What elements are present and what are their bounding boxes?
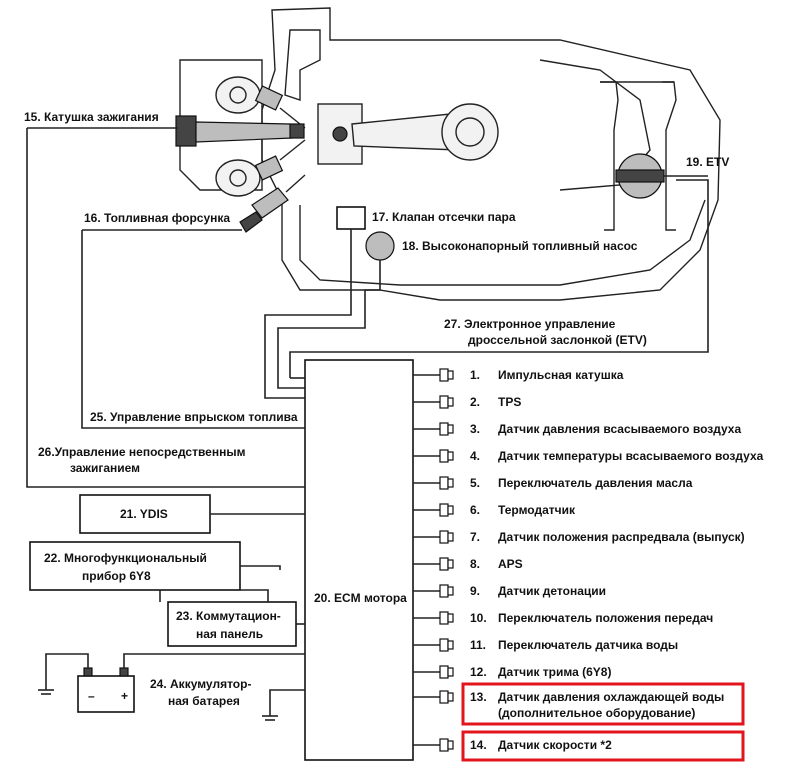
label-direct-ignition-2: зажиганием (70, 461, 140, 475)
label-battery-2: ная батарея (168, 694, 240, 708)
label-ignition-coil: 15. Катушка зажигания (24, 110, 159, 124)
sensor-number: 1. (470, 368, 480, 382)
connector-icon (439, 368, 449, 382)
label-switch-panel-1: 23. Коммутацион- (176, 609, 281, 623)
sensor-label: Датчик положения распредвала (выпуск) (498, 530, 745, 544)
sensor-label: Импульсная катушка (498, 368, 624, 382)
connector-pin-icon (447, 424, 454, 434)
sensor-label: Переключатель положения передач (498, 611, 713, 625)
battery-minus-label: – (88, 689, 95, 703)
engine-illustration (175, 7, 721, 301)
label-multifunction-meter-2: прибор 6Y8 (82, 569, 151, 583)
sensor-number: 11. (470, 638, 486, 652)
connector-icon (439, 449, 449, 463)
sensor-number: 8. (470, 557, 480, 571)
connector-icon (439, 503, 449, 517)
label-etv-control-1: 27. Электронное управление (444, 317, 616, 331)
connector-pin-icon (447, 559, 454, 569)
connector-pin-icon (447, 640, 454, 650)
sensor-label: TPS (498, 395, 521, 409)
sensor-label: Датчик давления всасываемого воздуха (498, 422, 741, 436)
connector-icon (439, 584, 449, 598)
label-etv-control-2: дроссельной заслонкой (ETV) (468, 333, 647, 347)
sensor-label-line2: (дополнительное оборудование) (498, 706, 695, 720)
connector-icon (439, 738, 449, 752)
sensor-number: 4. (470, 449, 480, 463)
label-multifunction-meter-1: 22. Многофункциональный (44, 551, 207, 565)
connector-pin-icon (447, 478, 454, 488)
highlight-box-13 (461, 682, 745, 726)
connector-pin-icon (447, 586, 454, 596)
connector-pin-icon (447, 505, 454, 515)
sensor-label: Переключатель давления масла (498, 476, 693, 490)
label-ecm: 20. ECM мотора (314, 591, 407, 605)
sensor-label: APS (498, 557, 523, 571)
sensor-number: 14. (470, 738, 487, 752)
sensor-number: 10. (470, 611, 487, 625)
connector-pin-icon (447, 532, 454, 542)
battery-plus-label: + (121, 689, 128, 703)
connector-icon (439, 611, 449, 625)
connector-pin-icon (447, 740, 454, 750)
wires (26, 127, 709, 721)
sensor-label: Датчик давления охлаждающей воды (498, 690, 724, 704)
sensor-label: Датчик трима (6Y8) (498, 665, 611, 679)
sensor-label: Датчик детонации (498, 584, 606, 598)
ydis-box (79, 494, 211, 534)
connector-icon (439, 638, 449, 652)
label-switch-panel-2: ная панель (196, 627, 263, 641)
ecm-box (304, 359, 414, 761)
label-battery-1: 24. Аккумулятор- (150, 677, 251, 691)
connector-pin-icon (447, 692, 454, 702)
highlight-box-14 (461, 730, 745, 762)
sensor-number: 13. (470, 690, 487, 704)
connector-icon (439, 395, 449, 409)
sensor-number: 7. (470, 530, 480, 544)
sensor-label: Датчик температуры всасываемого воздуха (498, 449, 764, 463)
etv-throttle-body (600, 81, 677, 231)
sensor-list: 1. Импульсная катушка 2. TPS 3. Датчик давлен… (413, 368, 764, 752)
sensor-number: 2. (470, 395, 480, 409)
connector-icon (439, 665, 449, 679)
battery-box (77, 675, 135, 713)
connector-icon (439, 690, 449, 704)
label-direct-ignition-1: 26.Управление непосредственным (38, 445, 246, 459)
connector-icon (439, 476, 449, 490)
label-vapor-shutoff-valve: 17. Клапан отсечки пара (372, 210, 516, 224)
sensor-number: 5. (470, 476, 480, 490)
switch-panel-box (167, 601, 297, 647)
connector-icon (439, 530, 449, 544)
sensor-number: 3. (470, 422, 480, 436)
sensor-number: 12. (470, 665, 487, 679)
label-etv: 19. ETV (686, 155, 729, 169)
label-ydis: 21. YDIS (120, 507, 168, 521)
connector-icon (439, 557, 449, 571)
sensor-label: Термодатчик (498, 503, 576, 517)
connector-pin-icon (447, 397, 454, 407)
connector-pin-icon (447, 667, 454, 677)
connector-pin-icon (447, 613, 454, 623)
fuel-pump-icon (365, 231, 395, 261)
sensor-label: Датчик скорости *2 (498, 738, 612, 752)
label-fuel-injector: 16. Топливная форсунка (84, 211, 230, 225)
sensor-number: 6. (470, 503, 480, 517)
sensor-label: Переключатель датчика воды (498, 638, 678, 652)
label-hp-fuel-pump: 18. Высоконапорный топливный насос (402, 239, 638, 253)
sensor-number: 9. (470, 584, 480, 598)
connector-pin-icon (447, 370, 454, 380)
label-injection-control: 25. Управление впрыском топлива (90, 410, 298, 424)
vapor-valve-box (336, 206, 366, 230)
connector-icon (439, 422, 449, 436)
connector-pin-icon (447, 451, 454, 461)
